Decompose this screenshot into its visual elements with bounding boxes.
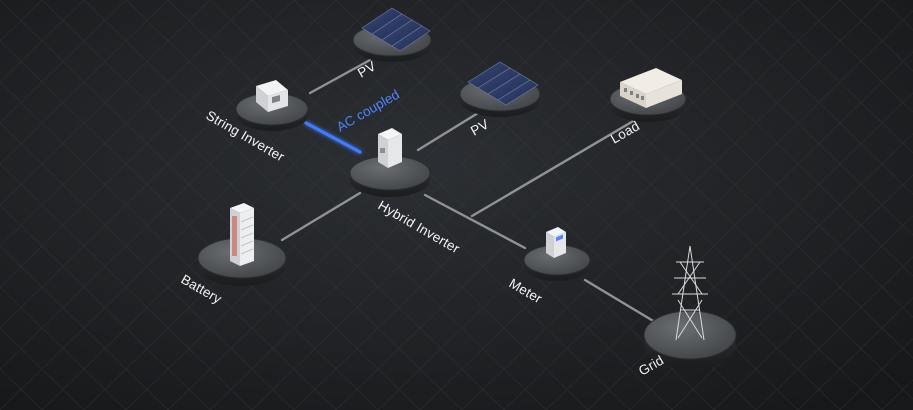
node-load	[609, 68, 687, 122]
link-load	[470, 118, 637, 218]
link-battery-hybrid-inverter	[280, 191, 362, 242]
building-icon	[620, 68, 682, 108]
meter-icon	[546, 227, 566, 258]
node-grid	[643, 245, 737, 369]
node-battery	[197, 203, 287, 286]
node-pv-mid	[459, 61, 541, 117]
node-string-inverter	[235, 80, 309, 131]
transmission-tower-icon	[672, 245, 708, 341]
node-hybrid-inverter	[349, 128, 431, 197]
link-ac-coupled	[304, 121, 362, 154]
battery-rack-icon	[230, 203, 254, 266]
connection-lines	[280, 58, 657, 324]
link-meter-grid	[583, 278, 657, 324]
node-pv-top	[352, 7, 432, 62]
node-meter	[523, 227, 591, 281]
link-string-inverter-pv	[308, 58, 372, 95]
solar-panel-icon	[467, 61, 539, 106]
link-hybrid-inverter-pv	[416, 111, 480, 152]
link-hybrid-inverter-meter	[423, 193, 527, 250]
string-inverter-icon	[256, 80, 288, 112]
hybrid-inverter-icon	[378, 128, 402, 168]
solar-panel-icon	[361, 7, 431, 52]
